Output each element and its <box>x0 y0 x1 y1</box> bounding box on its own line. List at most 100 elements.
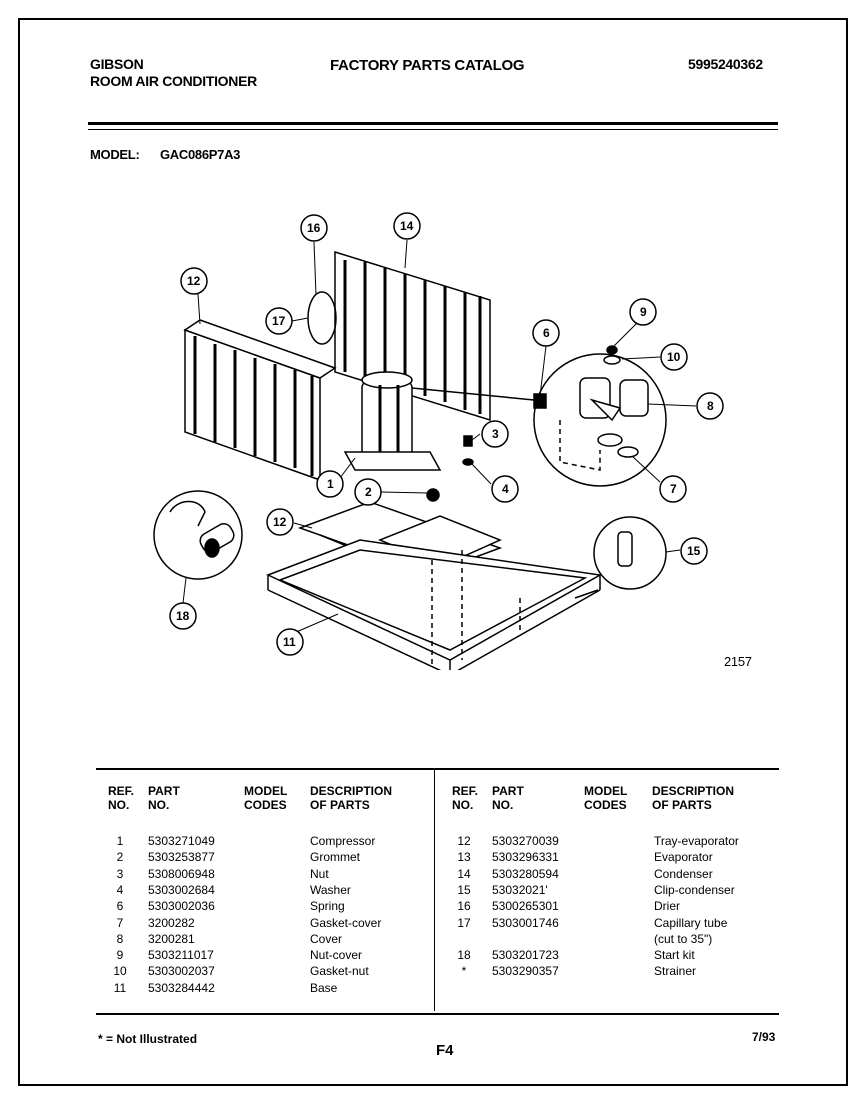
table-cell-part: 5303284442 <box>148 980 215 995</box>
table-cell-ref: 13 <box>457 850 471 865</box>
table-cell-desc: Clip-condenser <box>654 882 735 897</box>
model-number: GAC086P7A3 <box>160 147 241 162</box>
table-cell-part: 3200282 <box>148 915 195 930</box>
table-cell-desc: Tray-evaporator <box>654 834 739 848</box>
gasket-cover-part <box>597 433 623 447</box>
table-cell-part: 5303253877 <box>148 850 215 865</box>
callout-15: 15 <box>687 544 701 558</box>
callout-17: 17 <box>272 314 286 328</box>
table-cell-desc: Nut-cover <box>310 948 363 963</box>
evaporator-coil <box>183 319 337 482</box>
washer-part <box>462 458 474 466</box>
drier-coil <box>307 291 337 345</box>
table-cell-ref: 3 <box>116 866 124 881</box>
callout-6: 6 <box>543 326 550 340</box>
table-cell-part: 5303211017 <box>148 948 214 963</box>
table-cell-desc: Grommet <box>310 850 361 865</box>
grommet-part <box>426 488 440 502</box>
table-cell-ref: 8 <box>116 931 124 946</box>
catalog-number: 5995240362 <box>688 56 763 72</box>
header-ref-right: REF.NO. <box>452 784 479 812</box>
clip-condenser-part <box>617 531 633 567</box>
table-cell-desc: Nut <box>310 866 329 881</box>
header-ref: REF.NO. <box>108 784 135 812</box>
table-cell-part: 3200281 <box>148 931 195 946</box>
figure-number: 2157 <box>724 654 752 669</box>
table-cell-ref: 2 <box>116 850 124 865</box>
callout-4: 4 <box>502 482 509 496</box>
table-cell-ref: 17 <box>457 915 471 930</box>
terminal-detail-circle <box>533 353 667 487</box>
table-cell-part: 5303201723 <box>492 948 559 963</box>
nut-part <box>463 435 473 447</box>
header-rule-thick <box>88 122 778 125</box>
table-cell-desc: Drier <box>654 899 680 914</box>
callout-8: 8 <box>707 399 714 413</box>
table-cell-ref: 15 <box>457 882 471 897</box>
header-rule-thin <box>88 129 778 130</box>
table-cell-part: 53032021' <box>492 882 548 897</box>
table-cell-part: 5303001746 <box>492 915 559 930</box>
table-cell-part: 5303271049 <box>148 834 215 848</box>
callout-11: 11 <box>283 635 296 649</box>
table-cell-desc: Washer <box>310 882 351 897</box>
table-cell-desc: Spring <box>310 899 345 914</box>
product-name: ROOM AIR CONDITIONER <box>90 73 257 89</box>
table-cell-desc: Gasket-cover <box>310 915 382 930</box>
catalog-title: FACTORY PARTS CATALOG <box>330 57 525 74</box>
table-cell-ref: 1 <box>116 834 124 848</box>
table-cell-ref: 10 <box>113 964 127 979</box>
table-column-divider <box>434 770 435 1011</box>
callout-1: 1 <box>327 477 334 491</box>
table-cell-desc: Cover <box>310 931 343 946</box>
nut-cover-part <box>606 345 618 355</box>
callout-9: 9 <box>640 305 647 319</box>
start-kit-detail-circle <box>153 490 243 580</box>
table-cell-ref: 16 <box>457 899 471 914</box>
table-cell-part: 5303002037 <box>148 964 215 979</box>
table-cell-ref: * <box>461 964 467 979</box>
table-cell-part: 5303296331 <box>492 850 559 865</box>
table-cell-desc: Gasket-nut <box>310 964 369 979</box>
brand-name: GIBSON <box>90 56 144 72</box>
table-cell-part: 5303280594 <box>492 866 559 881</box>
catalog-date: 7/93 <box>752 1030 776 1044</box>
footnote: * = Not Illustrated <box>98 1032 198 1046</box>
callout-14: 14 <box>400 219 414 233</box>
callout-18: 18 <box>176 609 190 623</box>
table-cell-ref: 4 <box>116 882 124 897</box>
table-cell-desc: Base <box>310 980 338 995</box>
page-border <box>18 18 848 1086</box>
table-cell-desc: Compressor <box>310 834 376 848</box>
callout-7: 7 <box>670 482 677 496</box>
callout-12: 12 <box>273 515 287 529</box>
spring-part <box>533 393 547 409</box>
page-number: F4 <box>436 1042 454 1059</box>
table-cell-part: 5303270039 <box>492 834 559 848</box>
callout-16: 16 <box>307 221 321 235</box>
base-pan <box>266 539 603 670</box>
exploded-parts-diagram <box>153 212 724 670</box>
callout-2: 2 <box>365 485 372 499</box>
table-cell-desc: Strainer <box>654 964 697 979</box>
table-cell-ref: 9 <box>116 948 124 963</box>
table-cell-desc: Capillary tube <box>654 915 728 930</box>
table-cell-part: 5303002684 <box>148 882 215 897</box>
table-cell-ref: 14 <box>457 866 471 881</box>
model-label: MODEL: <box>90 147 140 162</box>
table-cell-ref: 18 <box>457 948 471 963</box>
table-cell-part: 5300265301 <box>492 899 559 914</box>
callout-3: 3 <box>492 427 499 441</box>
table-cell-ref: 7 <box>116 915 124 930</box>
table-cell-desc: Evaporator <box>654 850 713 865</box>
start-kit-clip <box>169 500 206 527</box>
callout-10: 10 <box>667 350 681 364</box>
table-cell-ref: 11 <box>113 980 127 995</box>
